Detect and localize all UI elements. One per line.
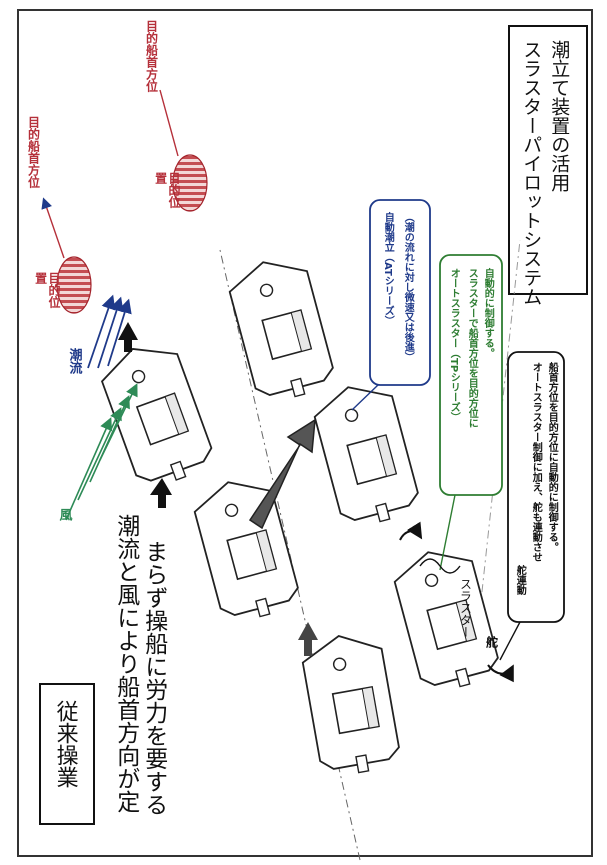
current-arrow (107, 298, 132, 367)
wind-label: 風 (56, 508, 72, 521)
rudder-link-body-1: オートスラスター制御に加え、舵も連動させ (530, 362, 542, 562)
boat-6 (388, 540, 504, 697)
boat-3 (94, 334, 219, 494)
boat-5 (223, 250, 339, 407)
target-heading-arrow (41, 197, 65, 259)
current-arrow (97, 296, 124, 369)
rotation-arrow (399, 521, 423, 541)
progress-arrow (248, 418, 316, 530)
auto-thruster-body-1: スラスターで船首方位を目的方位に (466, 268, 478, 428)
wind-arrow (65, 417, 112, 521)
rudder-rotation-arrow (487, 664, 514, 683)
callout-auto-thruster (439, 254, 503, 496)
boat-2 (188, 470, 304, 627)
old-method-text-2: まらず操船に労力を要する (140, 540, 167, 816)
target-position-label: 目的位置 (33, 272, 61, 308)
rudder-link-body-2: 船首方位を目的方位に自動的に制御する。 (546, 362, 558, 552)
current-label: 潮流 (66, 348, 82, 374)
wind-arrow (77, 407, 122, 501)
boat-4 (308, 375, 424, 532)
target-heading-label-2: 目的船首方位 (144, 20, 159, 92)
callout-rudder-pointer (499, 621, 521, 661)
auto-sail-body: （潮の流れに対し微速又は後進） (402, 212, 414, 362)
callout-rudder-link (507, 351, 565, 623)
callout-auto-sail-pointer (351, 384, 379, 411)
rudder-label: 舵 (484, 636, 499, 648)
boat-1 (298, 628, 403, 780)
old-method-text-1: 潮流と風により船首方向が定 (112, 514, 139, 813)
thruster-label: スラスター (458, 578, 473, 638)
target-position-label-2: 目的位置 (153, 172, 181, 208)
old-method-box (39, 683, 95, 825)
old-method-label: 従来操業 (52, 700, 78, 788)
auto-thruster-body-2: 自動的に制御する。 (482, 268, 494, 358)
thruster-wash (419, 558, 461, 574)
title-box (508, 25, 588, 295)
target-heading-label: 目的船首方位 (26, 116, 41, 188)
heading-arrow (150, 478, 172, 508)
title-line-2: 潮立て装置の活用 (548, 40, 571, 192)
forward-arrow (298, 622, 318, 656)
callout-auto-thruster-pointer (439, 494, 456, 571)
title-line-1: スラスターパイロットシステム (520, 40, 543, 306)
target-position-marker (56, 256, 92, 314)
rudder-link-title: 舵連動 (514, 565, 526, 595)
wind-arrow (99, 383, 138, 461)
page-frame (17, 9, 593, 857)
callout-auto-sail (369, 199, 431, 386)
current-arrow (87, 294, 116, 369)
heading-arrow-2 (118, 322, 138, 352)
target-heading-arrow-2 (159, 89, 179, 157)
auto-thruster-title: オートスラスター（TPシリーズ） (448, 268, 460, 423)
target-position-marker-2 (172, 154, 208, 212)
auto-sail-title: 自動潮立（ATシリーズ） (382, 212, 394, 326)
